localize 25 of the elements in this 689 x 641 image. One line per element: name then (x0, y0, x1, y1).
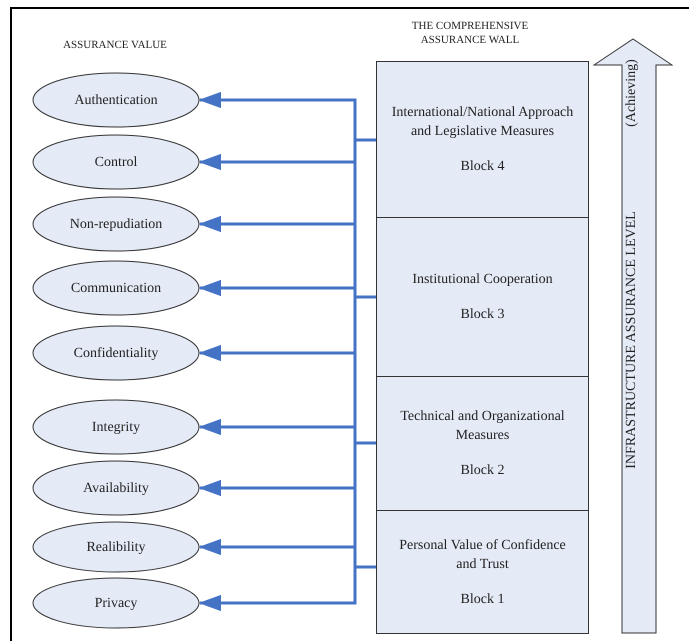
wall-block (376, 510, 589, 634)
node-label: Non-repudiation (70, 216, 162, 234)
node-label: Authentication (74, 92, 158, 110)
block-title: Technical and Organizational Measures (399, 408, 566, 445)
node-label: Integrity (92, 418, 140, 436)
node-label: Privacy (94, 594, 138, 612)
node-label: Confidentiality (74, 344, 158, 362)
section-heading: THE COMPREHENSIVE ASSURANCE WALL (410, 19, 530, 47)
block-number: Block 4 (460, 158, 504, 176)
block-number: Block 2 (460, 462, 504, 480)
block-number: Block 3 (460, 306, 504, 324)
block-title: Institutional Cooperation (412, 271, 553, 289)
section-heading: ASSURANCE VALUE (62, 38, 168, 52)
wall-block (376, 376, 589, 511)
node-label: Availability (83, 480, 149, 498)
block-title: International/National Approach and Legislative Measures (390, 104, 574, 141)
node-label: Realibility (86, 538, 146, 556)
block-number: Block 1 (460, 590, 504, 608)
wall-block (376, 61, 589, 218)
node-label: Control (94, 154, 138, 172)
vertical-label: INFRASTRUCTURE ASSURANCE LEVEL (624, 211, 640, 469)
block-title: Personal Value of Confidence and Trust (398, 536, 567, 574)
vertical-label: (Achieving) (624, 59, 640, 127)
node-label: Communication (70, 280, 162, 298)
wall-block (376, 217, 589, 377)
